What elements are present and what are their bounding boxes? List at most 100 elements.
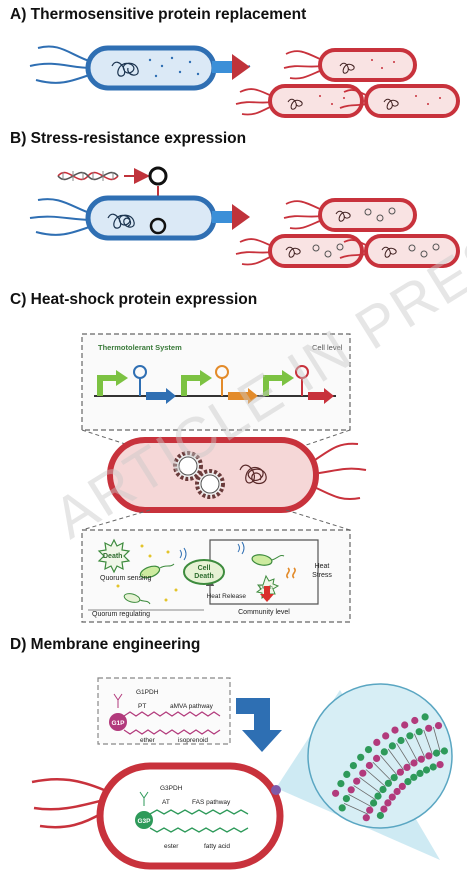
cell-death-label-line2: Death (194, 573, 213, 580)
lipid-head (415, 728, 423, 736)
gene-3-red (308, 388, 334, 404)
lipid-head (422, 766, 431, 774)
stressed-bacterium-icon (251, 554, 285, 566)
lipid-head (343, 770, 351, 779)
red-cell-a1 (283, 48, 417, 82)
archaeal-pathway-box (97, 677, 231, 745)
promoter-1-arrow (116, 370, 128, 386)
death-label: Death (103, 553, 122, 560)
lipid-head (403, 763, 411, 772)
lipid-tail (396, 742, 411, 766)
lipid-head (365, 761, 373, 770)
lipid-head (411, 716, 419, 725)
death-burst-icon (97, 538, 131, 574)
blue-cell-b (85, 195, 217, 241)
riboswitch-1 (133, 365, 147, 396)
lipid-head (396, 768, 404, 776)
lipid-tail (433, 726, 441, 753)
system-label: Thermotolerant System (98, 343, 182, 352)
lipid-head (397, 736, 405, 745)
lipid-tail (365, 769, 386, 787)
promoter-2 (181, 375, 202, 396)
lipid-head (337, 780, 345, 788)
lipid-tail (404, 738, 418, 762)
lipid-tail (343, 803, 368, 815)
lipid-head (384, 779, 392, 787)
g1p-label: G1P (111, 720, 125, 727)
red-cell-b1 (283, 198, 417, 232)
lipid-head (376, 811, 384, 820)
pt-label: PT (138, 703, 146, 710)
lipid-head (359, 769, 367, 777)
panel-b-heading: B) Stress-resistance expression (10, 130, 247, 147)
lipid-tail (372, 761, 392, 781)
lipid-head (429, 763, 437, 771)
red-cell-a2 (235, 84, 364, 118)
signal-dots (116, 544, 178, 602)
cell-death-label-line1: Cell (198, 565, 211, 572)
panel-b (29, 166, 460, 268)
heat-wave-icon (286, 567, 296, 579)
cytoplasm-dots (148, 56, 200, 78)
red-cell-a3 (339, 84, 460, 118)
lipid-tail (423, 729, 433, 755)
lipid-tail (387, 748, 404, 771)
fas-label: FAS pathway (192, 799, 231, 806)
g1pdh-label: G1PDH (136, 689, 159, 696)
lipid-head (401, 721, 409, 729)
cell-level-box (81, 333, 351, 431)
red-cell-b2 (235, 234, 364, 268)
lipid-head (398, 782, 406, 791)
gene-1-blue (146, 388, 176, 404)
heat-release-arrow (260, 586, 274, 602)
lipid-head (342, 795, 350, 803)
g3p-node (135, 811, 153, 829)
bacteria-swarm (123, 563, 175, 605)
g3pdh-label: G3PDH (160, 785, 183, 792)
lipid-tail (379, 754, 398, 776)
community-level-label: Community level (238, 609, 290, 616)
blue-cell-b-flagella (29, 198, 93, 236)
panel-c-heading: C) Heat-shock protein expression (10, 291, 258, 308)
promoter-1 (97, 375, 118, 396)
quorum-sensing-label: Quorum sensing (100, 575, 151, 582)
lipid-head (406, 732, 414, 740)
lipid-head (421, 713, 429, 721)
zoom-lines-bottom (81, 509, 351, 531)
isoprenoid-label: isoprenoid (178, 737, 208, 744)
blue-cell (85, 45, 217, 91)
lipid-head (440, 747, 448, 755)
promoter-3-arrow (282, 370, 294, 386)
quorum-regulating-label: Quorum regulating (92, 611, 150, 618)
lipid-head (404, 778, 412, 786)
ether-label: ether (140, 737, 156, 744)
lipid-head (391, 726, 399, 734)
bottom-cell-flagella (31, 777, 105, 829)
riboswitch-2 (215, 365, 229, 396)
red-cell-b3 (339, 234, 460, 268)
panel-d: G1PDH PT aMVA pathway G1P ether isopreno… (31, 677, 453, 870)
lipid-head (379, 785, 387, 794)
cell-death-node (183, 559, 225, 585)
panel-a (29, 45, 460, 118)
amva-label: aMVA pathway (170, 703, 214, 710)
panel-d-heading: D) Membrane engineering (10, 636, 201, 653)
lipid-head (332, 789, 340, 797)
lipid-head (416, 769, 424, 778)
lipid-head (425, 752, 433, 760)
lipid-head (432, 749, 441, 757)
lipid-bilayer (332, 713, 448, 822)
dna-tangle-c (239, 464, 267, 485)
dna-helix-icon (57, 171, 119, 181)
heat-stress-line1: Heat (315, 563, 330, 570)
panel-c: Thermotolerant System Cell level (81, 333, 367, 623)
isoprenoid-chains (123, 711, 221, 735)
fatty-acid-label: fatty acid (204, 843, 230, 850)
plasmid-in-cell (149, 217, 167, 235)
lipid-head (390, 774, 398, 782)
lipid-head (373, 738, 381, 747)
lipid-head (425, 724, 433, 732)
lipid-head (349, 762, 357, 770)
promoter-3 (263, 375, 284, 396)
